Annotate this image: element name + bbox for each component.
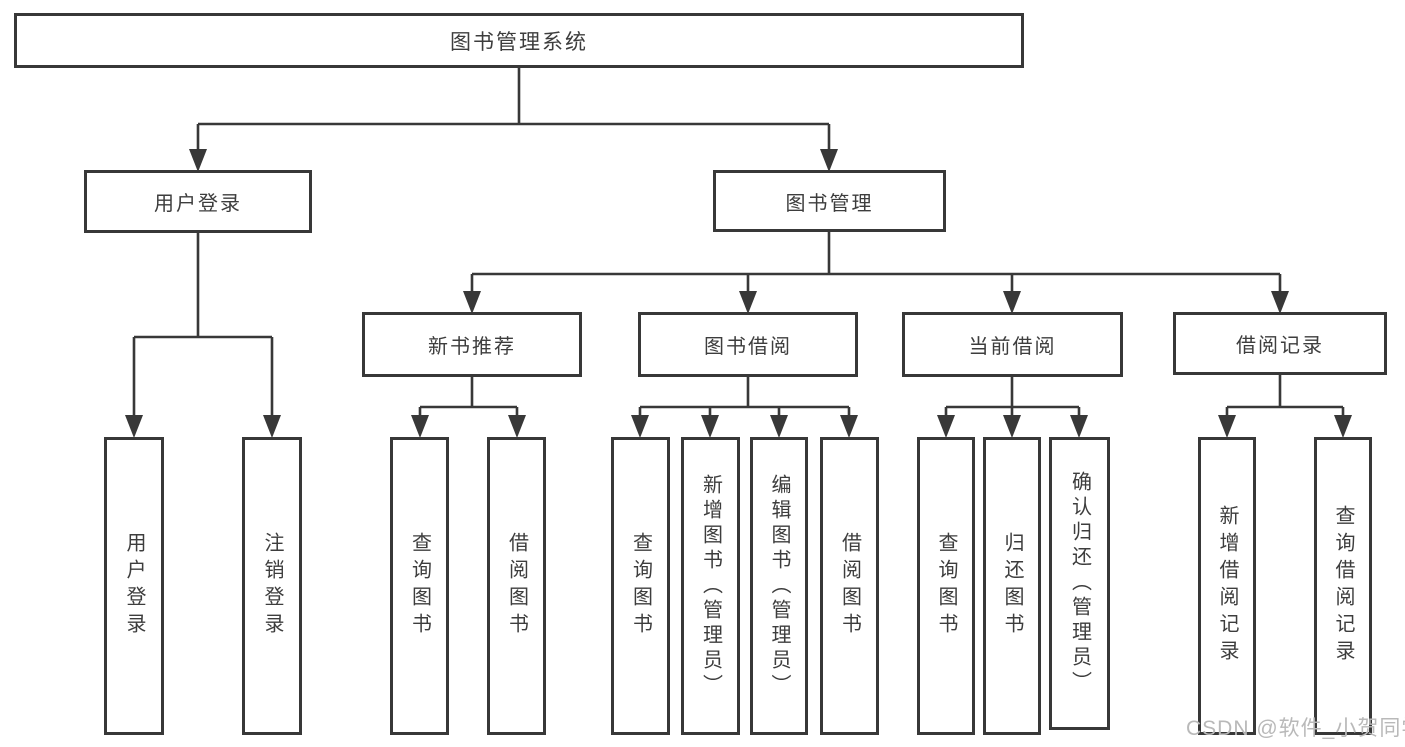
leaf-label: 查询图书 — [408, 532, 431, 640]
node-current-borrowing: 当前借阅 — [902, 312, 1123, 377]
leaf-query-books-recommend: 查询图书 — [390, 437, 449, 735]
leaf-label: 新增图书（管理员） — [699, 473, 722, 699]
node-label: 用户登录 — [154, 193, 242, 215]
node-label: 借阅记录 — [1236, 335, 1324, 357]
connector-book-borrowing-to-leaves — [631, 377, 858, 438]
arrowhead — [770, 415, 788, 438]
leaf-query-borrow-record: 查询借阅记录 — [1314, 437, 1372, 735]
leaf-label: 归还图书 — [1001, 532, 1023, 640]
leaf-label: 查询借阅记录 — [1332, 505, 1354, 667]
arrowhead — [840, 415, 858, 438]
leaf-user-login: 用户登录 — [104, 437, 164, 735]
arrowhead — [411, 415, 429, 438]
arrowhead — [189, 149, 207, 172]
leaf-label: 查询图书 — [629, 532, 652, 640]
node-label: 当前借阅 — [968, 336, 1057, 358]
arrowhead — [1271, 291, 1289, 314]
node-new-book-recommend: 新书推荐 — [362, 312, 582, 377]
connector-borrowing-records-to-leaves — [1218, 375, 1352, 438]
leaf-borrow-books-borrowing: 借阅图书 — [820, 437, 879, 735]
leaf-label: 确认归还（管理员） — [1068, 471, 1091, 696]
leaf-borrow-books-recommend: 借阅图书 — [487, 437, 546, 735]
leaf-logout: 注销登录 — [242, 437, 302, 735]
node-label: 图书借阅 — [704, 336, 792, 358]
leaf-label: 注销登录 — [261, 532, 283, 640]
arrowhead — [739, 291, 757, 314]
leaf-add-book-admin: 新增图书（管理员） — [681, 437, 740, 735]
leaf-edit-book-admin: 编辑图书（管理员） — [750, 437, 808, 735]
arrowhead — [125, 415, 143, 438]
csdn-watermark: CSDN @软件_小贺同学 — [1186, 717, 1405, 740]
node-borrowing-records: 借阅记录 — [1173, 312, 1387, 375]
node-book-management: 图书管理 — [713, 170, 946, 232]
leaf-label: 借阅图书 — [505, 532, 528, 640]
node-label: 新书推荐 — [428, 336, 516, 358]
arrowhead — [463, 291, 481, 314]
leaf-label: 查询图书 — [935, 532, 957, 640]
arrowhead — [1334, 415, 1352, 438]
arrowhead — [508, 415, 526, 438]
connector-book-management-to-level3 — [463, 232, 1289, 314]
connector-user-login-to-leaves — [125, 233, 281, 438]
leaf-confirm-return-admin: 确认归还（管理员） — [1049, 437, 1110, 730]
node-library-management-system: 图书管理系统 — [14, 13, 1024, 68]
leaf-label: 新增借阅记录 — [1216, 505, 1238, 667]
leaf-add-borrow-record: 新增借阅记录 — [1198, 437, 1256, 735]
arrowhead — [1218, 415, 1236, 438]
node-label: 图书管理系统 — [450, 30, 588, 54]
connector-new-book-recommend-to-leaves — [411, 377, 526, 438]
connector-current-borrowing-to-leaves — [937, 377, 1088, 438]
arrowhead — [701, 415, 719, 438]
leaf-label: 借阅图书 — [838, 532, 861, 640]
connector-root-to-level2 — [189, 68, 838, 172]
arrowhead — [1003, 415, 1021, 438]
leaf-return-books: 归还图书 — [983, 437, 1041, 735]
leaf-label: 用户登录 — [123, 532, 145, 640]
arrowhead — [1003, 291, 1021, 314]
arrowhead — [820, 149, 838, 172]
node-user-login: 用户登录 — [84, 170, 312, 233]
leaf-label: 编辑图书（管理员） — [768, 473, 790, 699]
node-book-borrowing: 图书借阅 — [638, 312, 858, 377]
leaf-query-books-current: 查询图书 — [917, 437, 975, 735]
node-label: 图书管理 — [785, 192, 874, 215]
arrowhead — [263, 415, 281, 438]
leaf-query-books-borrowing: 查询图书 — [611, 437, 670, 735]
arrowhead — [1070, 415, 1088, 438]
arrowhead — [631, 415, 649, 438]
arrowhead — [937, 415, 955, 438]
